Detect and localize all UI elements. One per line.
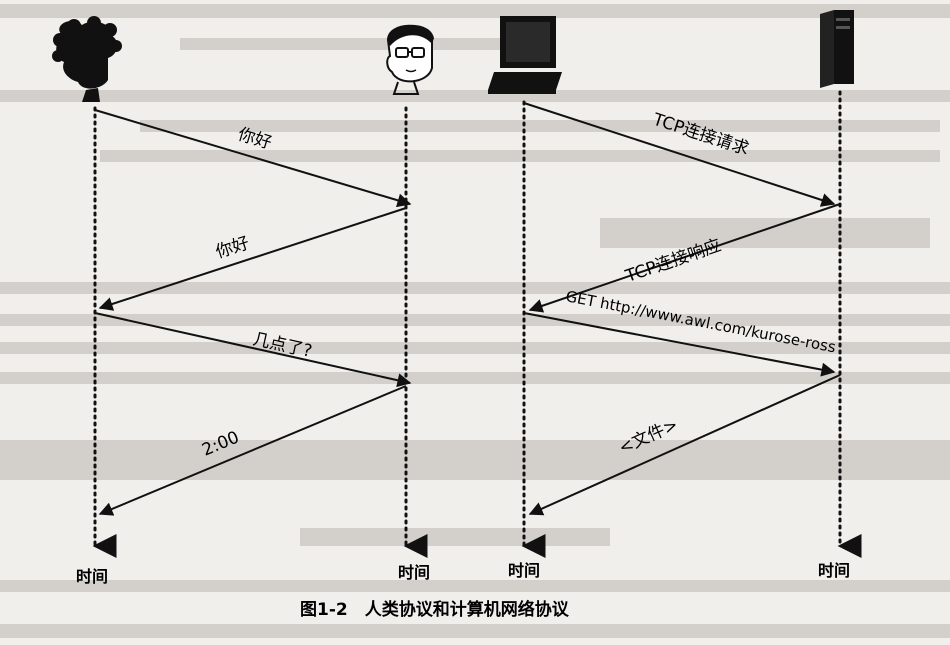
time-label: 时间 (398, 563, 430, 582)
human-protocol: 你好 你好 几点了? 2:00 时间 时间 (52, 16, 434, 586)
figure-caption: 图1-2 人类协议和计算机网络协议 (300, 599, 570, 620)
person-right-icon (386, 24, 434, 95)
message-label: 几点了? (251, 329, 314, 362)
computer-icon (488, 16, 562, 94)
time-label: 时间 (508, 561, 540, 580)
message-label: 你好 (213, 233, 252, 263)
server-icon (820, 10, 854, 88)
bleed-through-texture (0, 4, 950, 638)
person-left-icon (52, 16, 122, 102)
message-arrow: GET http://www.awl.com/kurose-ross (523, 287, 837, 377)
time-label: 时间 (76, 567, 108, 586)
time-label: 时间 (818, 561, 850, 580)
